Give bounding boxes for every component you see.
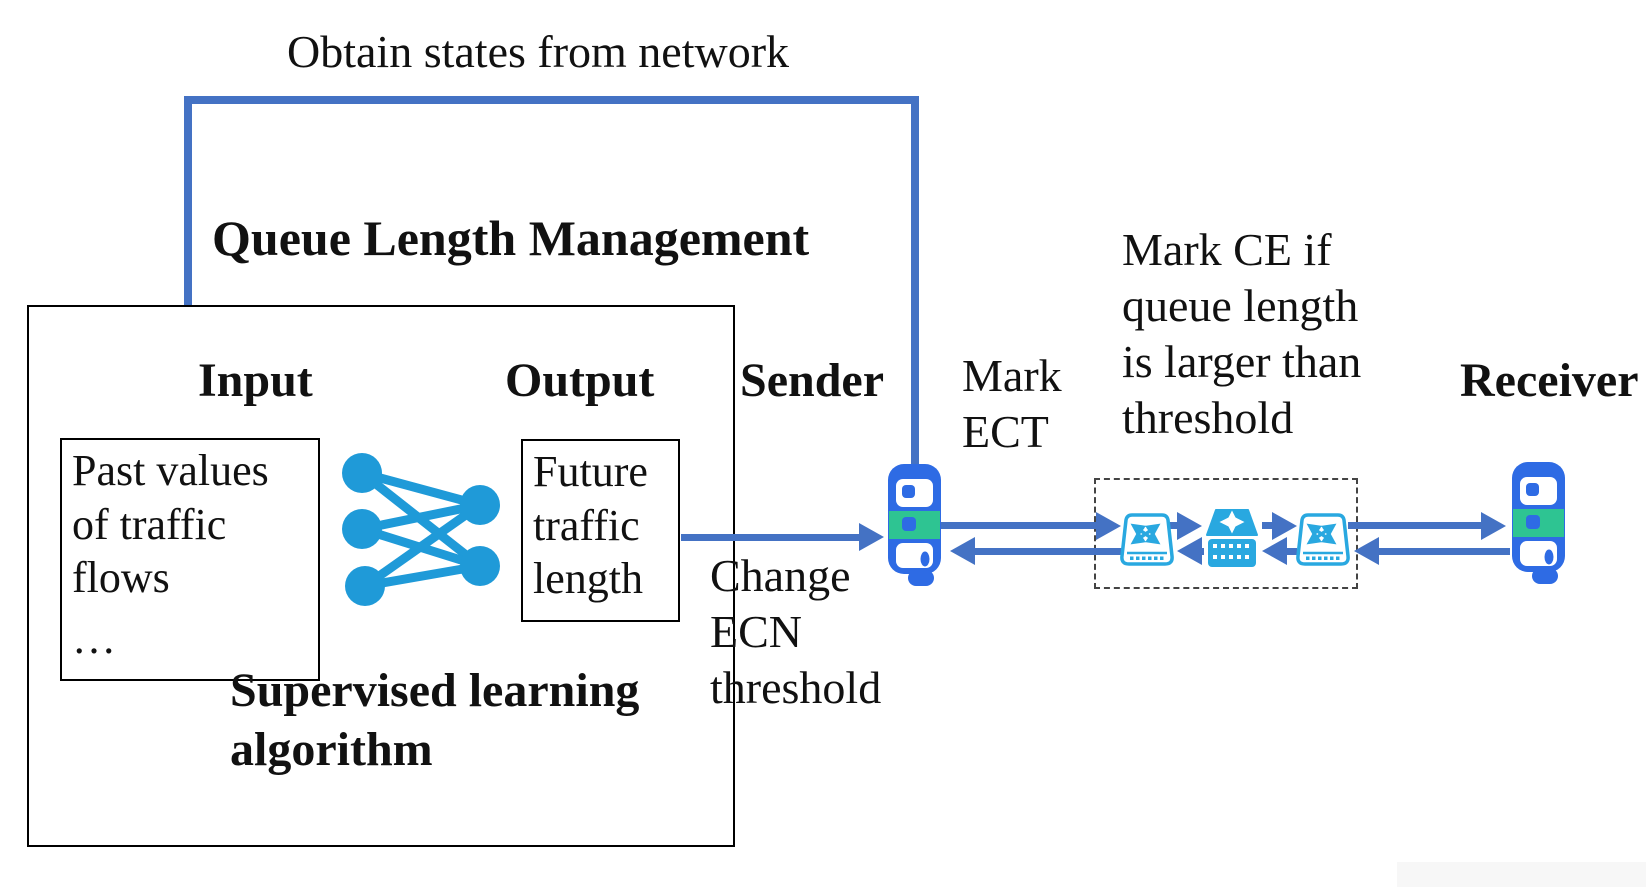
reverse-arrow-switch2-to-core [1284,548,1297,555]
mark-ce-label: Mark CE if queue length is larger than t… [1122,224,1362,444]
reverse-arrowhead1-icon [950,537,975,565]
change-ecn-label: Change ECN threshold [710,550,882,714]
forward-arrowhead1-icon [1096,512,1121,540]
queue-length-management-label: Queue Length Management [212,210,810,266]
forward-arrow-core-to-switch2 [1262,522,1274,529]
output-to-sender-arrow [681,534,861,541]
output-values-box [521,439,680,622]
obtain-states-label: Obtain states from network [287,26,790,77]
forward-arrow-switch2-to-receiver [1348,522,1484,529]
obtain-states-path-right-vertical [911,96,919,464]
forward-arrowhead3-icon [1272,512,1297,540]
algorithm-label: Supervised learning algorithm [230,664,640,776]
receiver-label: Receiver [1460,354,1639,407]
sender-device-icon [888,464,941,586]
forward-arrow-sender-to-switch1 [941,522,1098,529]
obtain-states-path-horizontal [184,96,919,104]
reverse-arrowhead4-icon [1354,537,1379,565]
reverse-arrowhead3-icon [1262,537,1287,565]
core-switch-icon [1206,509,1258,567]
reverse-arrow-core-to-switch1 [1199,548,1204,555]
input-values-text: Past values of traffic flows [72,446,269,603]
output-values-text: Future traffic length [533,447,648,604]
edge-switch1-icon [1120,513,1174,566]
receiver-device-icon [1512,462,1565,584]
reverse-arrowhead2-icon [1177,537,1202,565]
obtain-states-path-left-vertical [184,96,192,416]
input-values-box [60,438,320,681]
mark-ect-label: Mark ECT [962,350,1062,458]
neural-network-icon [342,453,500,606]
forward-arrowhead4-icon [1481,512,1506,540]
edge-switch2-icon [1296,513,1350,566]
bottom-gray-bar [1397,862,1646,887]
sender-label: Sender [740,354,884,407]
forward-arrowhead2-icon [1177,512,1202,540]
reverse-arrow-receiver-to-switch2 [1376,548,1510,555]
forward-arrow-switch1-to-core [1170,522,1180,529]
network-dashed-box [1094,478,1358,589]
input-values-ellipsis: … [72,614,116,663]
input-label: Input [198,354,313,407]
reverse-arrow-switch1-to-sender [972,548,1124,555]
output-to-sender-arrowhead-icon [859,523,884,551]
output-label: Output [505,354,655,407]
